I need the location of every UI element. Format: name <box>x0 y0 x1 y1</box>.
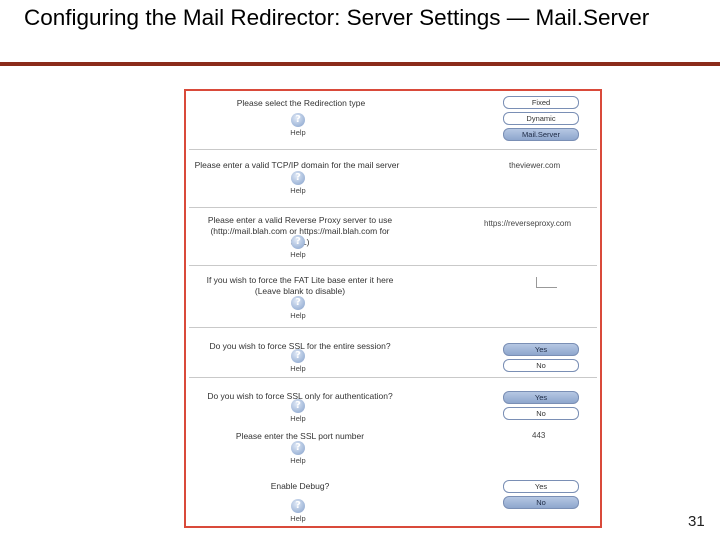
help-button[interactable]: ? Help <box>286 235 310 259</box>
option-fixed[interactable]: Fixed <box>503 96 579 109</box>
help-icon: ? <box>291 235 305 249</box>
question-ssl-port: Please enter the SSL port number <box>235 431 365 441</box>
slide-title: Configuring the Mail Redirector: Server … <box>24 5 650 30</box>
help-label: Help <box>290 250 306 259</box>
option-no[interactable]: No <box>503 359 579 372</box>
option-yes[interactable]: Yes <box>503 391 579 404</box>
row-reverse-proxy <box>189 207 597 266</box>
option-yes[interactable]: Yes <box>503 343 579 356</box>
domain-field[interactable]: theviewer.com <box>509 161 561 170</box>
settings-screenshot: Please select the Redirection type ? Hel… <box>184 89 602 528</box>
help-label: Help <box>290 414 306 423</box>
help-button[interactable]: ? Help <box>286 171 310 195</box>
help-button[interactable]: ? Help <box>286 441 310 465</box>
row-redirection-type <box>189 91 597 150</box>
question-redirection-type: Please select the Redirection type <box>236 98 366 108</box>
help-label: Help <box>290 514 306 523</box>
row-fat-lite <box>189 265 597 328</box>
help-icon: ? <box>291 499 305 513</box>
help-icon: ? <box>291 349 305 363</box>
redirection-type-options: Fixed Dynamic Mail.Server <box>503 96 579 144</box>
question-force-ssl-session: Do you wish to force SSL for the entire … <box>209 341 391 351</box>
help-icon: ? <box>291 296 305 310</box>
question-fat-lite: If you wish to force the FAT Lite base e… <box>206 275 394 296</box>
help-icon: ? <box>291 171 305 185</box>
help-icon: ? <box>291 399 305 413</box>
force-ssl-session-options: Yes No <box>503 343 579 375</box>
reverse-proxy-field[interactable]: https://reverseproxy.com <box>484 219 571 228</box>
enable-debug-options: Yes No <box>503 480 579 512</box>
row-force-ssl-session <box>189 327 597 378</box>
help-label: Help <box>290 186 306 195</box>
question-enable-debug: Enable Debug? <box>270 481 330 491</box>
help-label: Help <box>290 311 306 320</box>
option-no[interactable]: No <box>503 496 579 509</box>
force-ssl-auth-options: Yes No <box>503 391 579 423</box>
help-button[interactable]: ? Help <box>286 499 310 523</box>
question-domain: Please enter a valid TCP/IP domain for t… <box>194 160 400 170</box>
option-dynamic[interactable]: Dynamic <box>503 112 579 125</box>
title-rule <box>0 62 720 66</box>
option-no[interactable]: No <box>503 407 579 420</box>
help-button[interactable]: ? Help <box>286 399 310 423</box>
fat-lite-field[interactable] <box>536 277 557 288</box>
help-button[interactable]: ? Help <box>286 113 310 137</box>
help-button[interactable]: ? Help <box>286 349 310 373</box>
help-label: Help <box>290 456 306 465</box>
help-label: Help <box>290 128 306 137</box>
question-force-ssl-auth: Do you wish to force SSL only for authen… <box>207 391 393 401</box>
ssl-port-field[interactable]: 443 <box>532 431 546 440</box>
help-button[interactable]: ? Help <box>286 296 310 320</box>
option-mail-server[interactable]: Mail.Server <box>503 128 579 141</box>
page-number: 31 <box>688 513 705 530</box>
help-icon: ? <box>291 113 305 127</box>
option-yes[interactable]: Yes <box>503 480 579 493</box>
help-icon: ? <box>291 441 305 455</box>
row-domain <box>189 149 597 208</box>
help-label: Help <box>290 364 306 373</box>
